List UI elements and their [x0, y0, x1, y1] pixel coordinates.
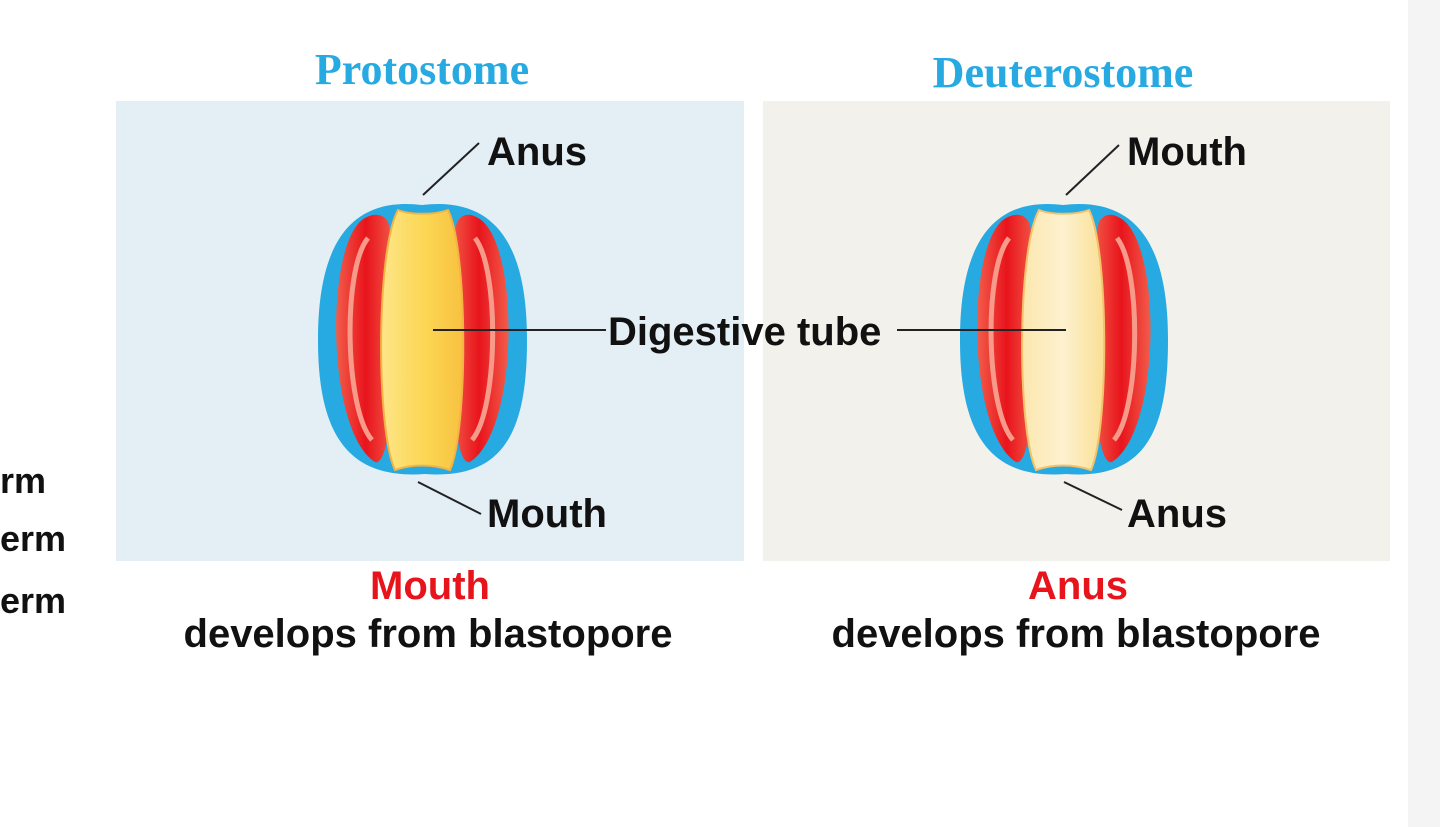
protostome-header: Protostome — [314, 45, 530, 94]
deuterostome-endoderm — [1021, 208, 1106, 472]
deuterostome-mesoderm-right-highlight — [1111, 236, 1138, 442]
deuterostome-embryo — [960, 144, 1168, 511]
protostome-mouth-pointer — [417, 481, 482, 515]
protostome-caption-text: develops from blastopore — [183, 612, 673, 656]
deuterostome-anus-pointer — [1063, 481, 1123, 511]
protostome-anus-pointer — [422, 142, 480, 196]
protostome-embryo — [318, 142, 527, 515]
protostome-mesoderm-left-highlight — [347, 236, 374, 442]
protostome-caption-highlight: Mouth — [370, 564, 490, 608]
protostome-bottom-label: Mouth — [487, 492, 607, 536]
protostome-endoderm — [380, 208, 465, 472]
deuterostome-mesoderm-right — [1091, 214, 1151, 463]
left-partial-label-2: erm — [0, 518, 67, 559]
protostome-mesoderm-left — [336, 214, 396, 463]
page-edge-strip — [1408, 0, 1440, 827]
deuterostome-caption-highlight: Anus — [1028, 564, 1128, 608]
left-partial-label-1: rm — [0, 460, 47, 501]
protostome-mesoderm-right-highlight — [469, 236, 496, 442]
deuterostome-caption-text: develops from blastopore — [831, 612, 1321, 656]
digestive-tube-label: Digestive tube — [608, 310, 882, 354]
protostome-top-label: Anus — [487, 130, 587, 174]
deuterostome-mesoderm-left — [977, 214, 1037, 463]
deuterostome-top-label: Mouth — [1127, 130, 1247, 174]
deuterostome-mouth-pointer — [1065, 144, 1120, 196]
deuterostome-bottom-label: Anus — [1127, 492, 1227, 536]
left-partial-label-3: erm — [0, 580, 67, 621]
protostome-mesoderm-right — [449, 214, 509, 463]
deuterostome-header: Deuterostome — [932, 48, 1194, 97]
deuterostome-mesoderm-left-highlight — [988, 236, 1015, 442]
